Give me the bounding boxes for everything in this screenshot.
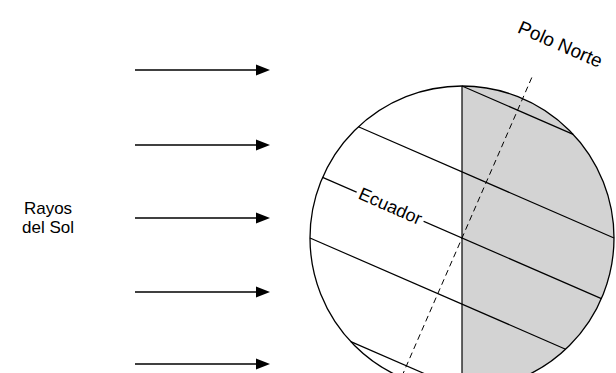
earth-axis: [403, 78, 532, 373]
ray-arrow: [135, 291, 258, 292]
ray-arrow: [135, 69, 258, 70]
terminator-line: [461, 86, 462, 373]
latitude-lines: [310, 86, 614, 373]
arrowhead: [256, 65, 270, 76]
pole-label: Polo Norte: [515, 18, 606, 73]
ray-arrow: [135, 217, 258, 218]
arrowhead: [256, 140, 270, 151]
rays-label: Rayos del Sol: [16, 200, 80, 237]
arrowhead: [256, 359, 270, 370]
arrowhead: [256, 213, 270, 224]
sun-rays: [135, 65, 270, 370]
arrowhead: [256, 287, 270, 298]
ray-arrow: [135, 144, 258, 145]
night-side: [462, 86, 614, 373]
globe-outline: [310, 86, 614, 373]
equator-label: Ecuador: [353, 183, 428, 230]
ray-arrow: [135, 363, 258, 364]
